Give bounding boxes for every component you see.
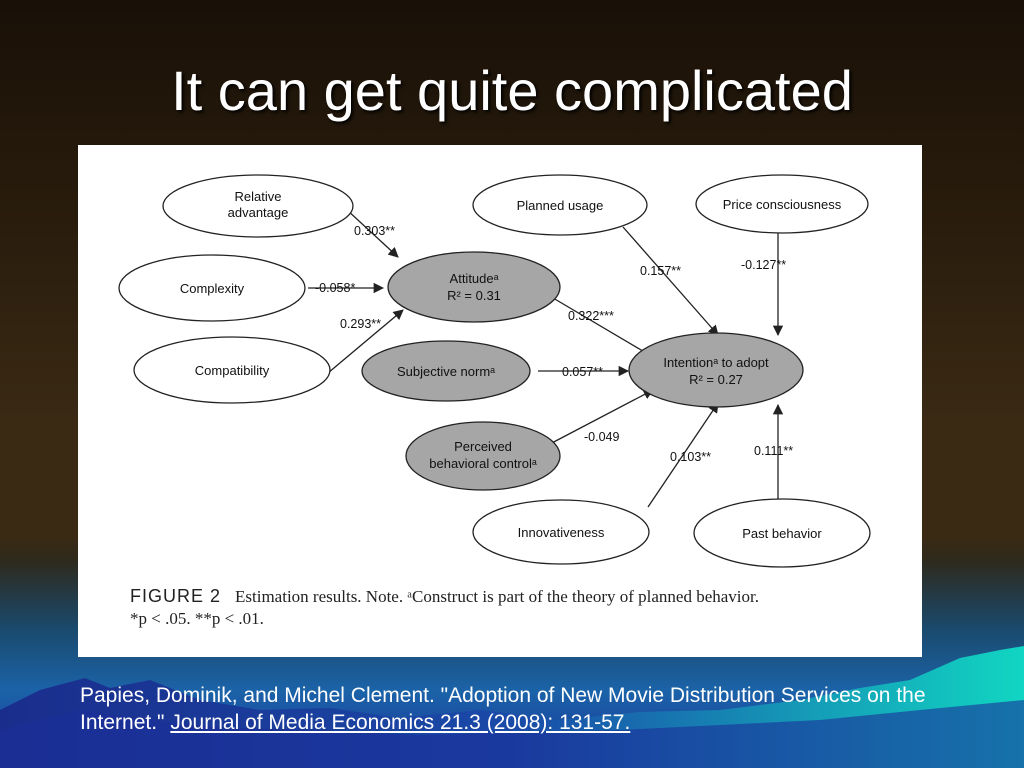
node-planned-usage: [472, 174, 648, 236]
coef-perceived-control-intention: -0.049: [584, 430, 619, 444]
figure-caption: FIGURE 2 Estimation results. Note. ᵃConst…: [130, 585, 910, 630]
label-compatibility: Compatibility: [195, 363, 270, 378]
node-relative-advantage: [162, 174, 354, 238]
node-subjective-norm: [361, 340, 531, 402]
slide-title: It can get quite complicated: [171, 59, 853, 122]
coef-complexity-attitude: -0.058*: [315, 281, 355, 295]
citation: Papies, Dominik, and Michel Clement. "Ad…: [80, 682, 960, 736]
node-attitude: [387, 251, 561, 323]
caption-line-2: *p < .05. **p < .01.: [130, 609, 264, 628]
label-intention-1: Intentionᵃ to adopt: [663, 355, 769, 370]
coef-relative-advantage-attitude: 0.303**: [354, 224, 395, 238]
node-perceived-control: [405, 421, 561, 491]
node-compatibility: [133, 336, 331, 404]
label-complexity: Complexity: [180, 281, 245, 296]
coef-past-behavior-intention: 0.111**: [754, 444, 793, 458]
node-innovativeness: [472, 499, 650, 565]
label-planned-usage: Planned usage: [517, 198, 604, 213]
label-relative-advantage-2: advantage: [228, 205, 289, 220]
coef-planned-usage-intention: 0.157**: [640, 264, 681, 278]
path-diagram-figure: Relative advantage Complexity Compatibil…: [78, 145, 922, 657]
citation-journal-link[interactable]: Journal of Media Economics 21.3 (2008): …: [170, 711, 631, 734]
edge-planned-usage-intention: [622, 226, 719, 336]
coef-subjective-norm-intention: 0.057**: [562, 365, 603, 379]
node-past-behavior: [693, 498, 871, 568]
edge-innovativeness-intention: [647, 402, 719, 508]
edge-attitude-intention: [547, 294, 654, 358]
label-price-consciousness: Price consciousness: [723, 197, 842, 212]
label-past-behavior: Past behavior: [742, 526, 822, 541]
coef-compatibility-attitude: 0.293**: [340, 317, 381, 331]
citation-text: Papies, Dominik, and Michel Clement. "Ad…: [80, 684, 926, 734]
node-price-consciousness: [695, 174, 869, 234]
node-intention: [628, 332, 804, 408]
coef-innovativeness-intention: 0.103**: [670, 450, 711, 464]
label-perceived-control-1: Perceived: [454, 439, 512, 454]
label-perceived-control-2: behavioral controlᵃ: [429, 456, 537, 471]
node-complexity: [118, 254, 306, 322]
caption-line-1: FIGURE 2 Estimation results. Note. ᵃConst…: [130, 585, 910, 608]
mountain-background: [0, 646, 1024, 768]
label-attitude-1: Attitudeᵃ: [450, 271, 499, 286]
path-diagram: Relative advantage Complexity Compatibil…: [118, 174, 871, 568]
label-relative-advantage-1: Relative: [235, 189, 282, 204]
label-intention-2: R² = 0.27: [689, 372, 743, 387]
label-subjective-norm: Subjective normᵃ: [397, 364, 495, 379]
label-attitude-2: R² = 0.31: [447, 288, 501, 303]
edge-compatibility-attitude: [327, 309, 404, 374]
edge-perceived-control-intention: [547, 389, 654, 446]
coef-price-consciousness-intention: -0.127**: [741, 258, 786, 272]
label-innovativeness: Innovativeness: [518, 525, 605, 540]
caption-label: FIGURE 2: [130, 586, 222, 606]
coef-attitude-intention: 0.322***: [568, 309, 614, 323]
caption-text: Estimation results. Note. ᵃConstruct is …: [235, 587, 760, 606]
